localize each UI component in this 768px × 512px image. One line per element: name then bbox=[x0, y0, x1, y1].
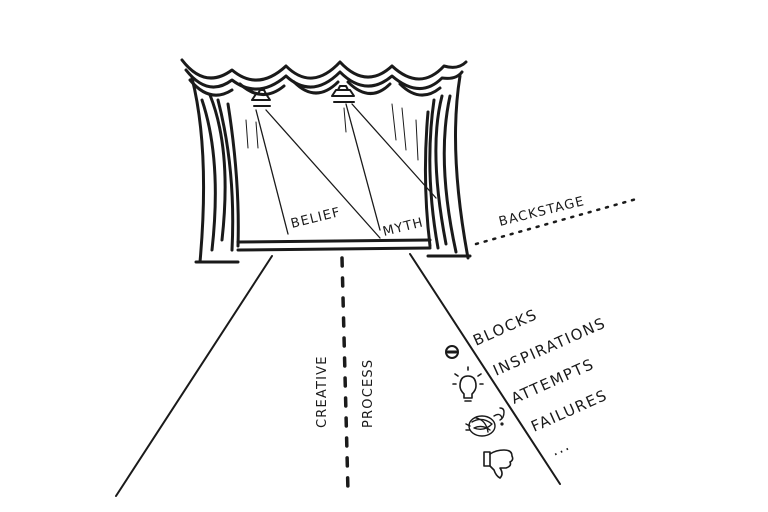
tangled-ball-icon bbox=[465, 407, 505, 437]
road-center-dashes bbox=[340, 256, 350, 494]
road-item-label: BLOCKS bbox=[470, 305, 540, 349]
curtain-valance bbox=[180, 58, 468, 97]
spotlight-icon bbox=[331, 85, 355, 103]
process-label-creative: CREATIVE bbox=[315, 355, 330, 428]
light-beams bbox=[255, 103, 437, 239]
spotlight-icon bbox=[251, 89, 271, 107]
stage-label-myth: MYTH bbox=[381, 215, 425, 240]
thumbs-down-icon bbox=[483, 449, 514, 479]
backstage-label: BACKSTAGE bbox=[497, 194, 586, 230]
stage-label-belief: BELIEF bbox=[289, 205, 342, 232]
no-entry-icon bbox=[445, 345, 459, 359]
creative-road: CREATIVE PROCESS bbox=[115, 253, 561, 497]
right-curtain bbox=[423, 74, 472, 260]
backdrop-folds bbox=[245, 103, 419, 161]
stage-floor bbox=[236, 238, 432, 252]
road-item-label: ... bbox=[548, 436, 573, 460]
backstage-section: BACKSTAGE bbox=[474, 194, 642, 246]
road-right-edge bbox=[409, 253, 561, 485]
road-items: BLOCKS INSPIRATIONS ATTEMPTS FAILURES ..… bbox=[445, 305, 610, 479]
process-label-process: PROCESS bbox=[361, 359, 376, 428]
road-left-edge bbox=[115, 255, 273, 497]
lightbulb-icon bbox=[452, 366, 484, 402]
theatre-stage: BELIEF MYTH bbox=[180, 58, 472, 264]
left-curtain bbox=[190, 76, 240, 264]
backstage-dotted-line bbox=[474, 196, 642, 246]
